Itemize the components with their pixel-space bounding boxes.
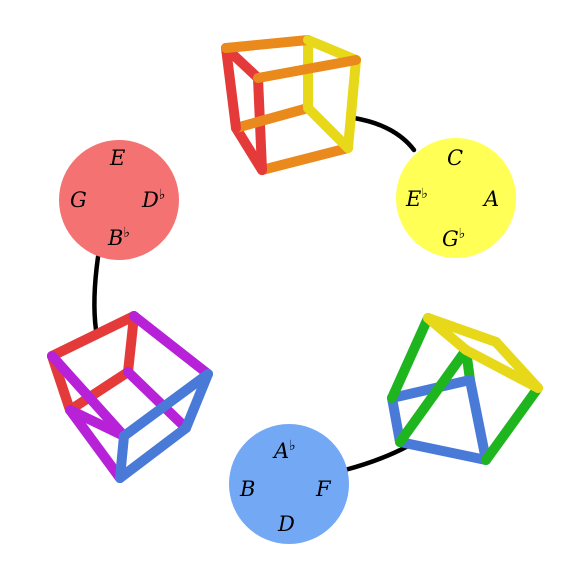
circle-blue-disc — [229, 424, 349, 544]
connector-red-circle-to-left-cube — [92, 254, 101, 333]
circle-red-disc — [59, 140, 179, 260]
circle-blue: A♭ B F D — [229, 424, 349, 544]
note-d-flat: D♭ — [141, 187, 165, 212]
circle-yellow-disc — [396, 138, 516, 258]
connector-top-cube-to-yellow-circle — [351, 115, 417, 153]
circle-red: E G D♭ B♭ — [59, 140, 179, 260]
cube-right — [387, 313, 543, 465]
note-e: E — [109, 146, 125, 170]
connector-right-cube-to-blue-circle — [342, 443, 411, 473]
note-e-flat: E♭ — [405, 186, 428, 211]
note-g: G — [70, 188, 87, 212]
circle-yellow: C E♭ A G♭ — [396, 138, 516, 258]
note-b: B — [239, 477, 255, 501]
cube-left — [47, 311, 213, 483]
note-a-flat: A♭ — [272, 438, 296, 463]
note-c: C — [447, 146, 463, 170]
note-g-flat: G♭ — [442, 226, 465, 251]
note-b-flat: B♭ — [107, 225, 130, 250]
cube-top — [221, 35, 361, 175]
note-d: D — [277, 512, 295, 536]
note-f: F — [315, 477, 332, 501]
note-a: A — [482, 187, 499, 211]
